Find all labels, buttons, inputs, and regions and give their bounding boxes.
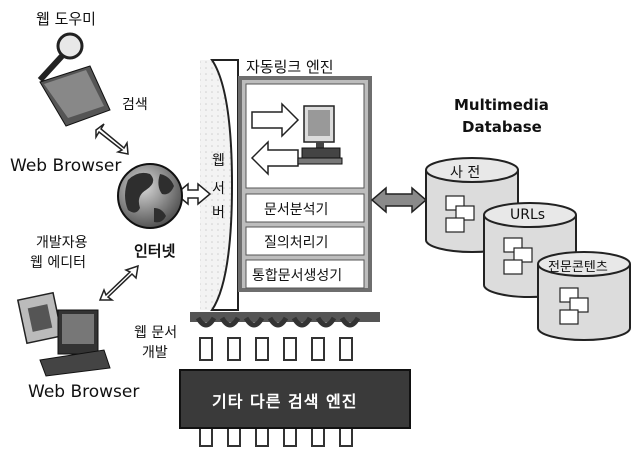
computer-icon — [297, 105, 343, 165]
search-label: 검색 — [122, 97, 148, 113]
connector-strip — [190, 312, 380, 447]
double-arrow-icon — [98, 264, 139, 301]
magnifying-glass-icon — [37, 32, 111, 127]
web-doc-dev-label-line2: 개발 — [142, 345, 168, 361]
multimedia-db-title-line1: Multimedia — [454, 96, 549, 114]
db-urls-label: URLs — [510, 207, 546, 223]
web-doc-dev-label-line1: 웹 문서 — [134, 325, 178, 341]
globe-icon — [117, 163, 183, 229]
web-server-label-1: 웹 — [212, 153, 225, 169]
web-server-label-3: 버 — [212, 205, 225, 221]
module-doc-analyzer-label: 문서분석기 — [264, 202, 329, 218]
autolink-engine-title: 자동링크 엔진 — [246, 58, 334, 76]
web-server-label-2: 서 — [212, 181, 225, 197]
db-dictionary-label: 사 전 — [450, 165, 481, 181]
web-browser-top-label: Web Browser — [10, 156, 122, 176]
module-query-processor-label: 질의처리기 — [264, 235, 329, 251]
db-expert-contents-label: 전문콘텐츠 — [548, 260, 608, 275]
multimedia-db-title-line2: Database — [462, 118, 542, 136]
db-cylinder-expert-contents — [537, 251, 631, 341]
double-arrow-icon — [95, 123, 129, 155]
web-server-bracket — [210, 59, 239, 311]
other-search-engines-box — [179, 369, 411, 429]
other-search-engines-label: 기타 다른 검색 엔진 — [212, 392, 358, 411]
double-arrow-icon — [370, 186, 428, 214]
internet-label: 인터넷 — [134, 242, 176, 260]
web-browser-bottom-label: Web Browser — [28, 382, 140, 402]
double-arrow-icon — [174, 182, 212, 206]
dev-editor-label-line1: 개발자용 — [36, 235, 88, 251]
module-integrated-doc-gen-label: 통합문서생성기 — [252, 268, 343, 284]
module-integrated-doc-gen — [245, 259, 365, 289]
module-doc-analyzer — [245, 193, 365, 223]
computer-icon — [16, 291, 111, 377]
module-query-processor — [245, 226, 365, 256]
document-arrow-icon — [250, 102, 300, 176]
dev-editor-label-line2: 웹 에디터 — [30, 255, 86, 271]
web-helper-label: 웹 도우미 — [36, 10, 96, 28]
